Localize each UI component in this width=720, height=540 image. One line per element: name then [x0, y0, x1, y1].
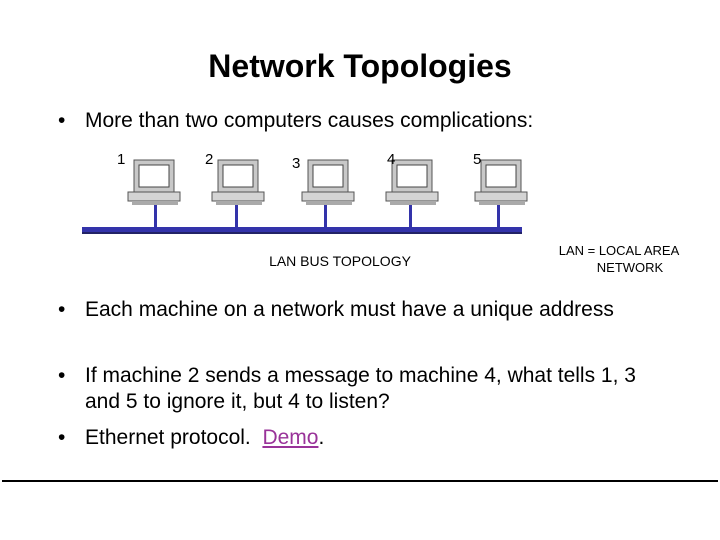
bullet-text: More than two computers causes complicat… — [85, 109, 534, 132]
lan-caption-line1: LAN = LOCAL AREA — [559, 243, 680, 258]
computer-4 — [385, 159, 439, 228]
lan-caption-line2: NETWORK — [597, 260, 664, 275]
bullet-text: Ethernet protocol. — [85, 426, 263, 449]
bottom-rule — [2, 480, 718, 482]
computer-label-2: 2 — [205, 151, 213, 168]
bullet-marker: • — [58, 109, 66, 132]
bullet-marker: • — [58, 364, 66, 387]
computer-label-5: 5 — [473, 151, 481, 168]
bus-topology-caption: LAN BUS TOPOLOGY — [269, 253, 412, 269]
bullet-text-end: . — [318, 426, 325, 449]
computer-5 — [474, 159, 528, 228]
computer-3 — [301, 159, 355, 228]
bullet-marker: • — [58, 426, 66, 449]
computer-2 — [211, 159, 265, 228]
computer-label-3: 3 — [292, 155, 300, 172]
lan-bus-diagram: 1 2 3 4 5 LAN BUS TOPOLOGY LAN = LOCAL A… — [82, 151, 680, 275]
bullet-ethernet: • Ethernet protocol. Demo. — [58, 425, 675, 451]
bus-line-shadow — [82, 232, 522, 234]
bullet-marker: • — [58, 298, 66, 321]
computer-label-1: 1 — [117, 151, 125, 168]
bullet-text: Each machine on a network must have a un… — [85, 298, 614, 321]
bullet-ignore-question: • If machine 2 sends a message to machin… — [58, 363, 675, 415]
bus-line — [82, 227, 522, 232]
bullet-unique-address: • Each machine on a network must have a … — [58, 297, 675, 323]
computer-label-4: 4 — [387, 151, 395, 168]
slide-title: Network Topologies — [208, 48, 512, 84]
demo-link[interactable]: Demo — [262, 426, 319, 449]
bullet-text: If machine 2 sends a message to machine … — [85, 364, 636, 413]
bullet-complications: • More than two computers causes complic… — [58, 108, 675, 134]
computer-1 — [127, 159, 181, 228]
